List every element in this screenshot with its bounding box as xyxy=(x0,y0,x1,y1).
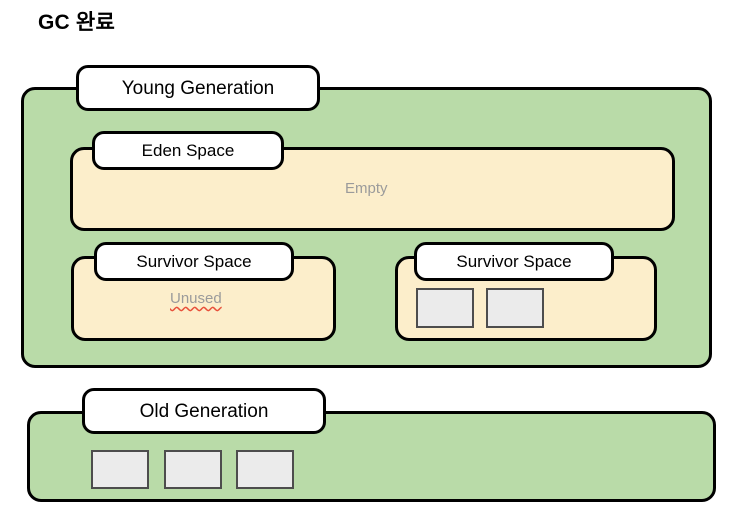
survivor-space-from-label: Survivor Space xyxy=(136,252,252,271)
survivor-space-from-label-chip: Survivor Space xyxy=(94,242,294,281)
eden-space-label-chip: Eden Space xyxy=(92,131,284,170)
page-title: GC 완료 xyxy=(38,11,115,34)
survivor-space-to-label-chip: Survivor Space xyxy=(414,242,614,281)
eden-space-label: Eden Space xyxy=(141,141,235,160)
object-block xyxy=(486,288,544,328)
object-block xyxy=(164,450,222,489)
object-block xyxy=(91,450,149,489)
survivor-space-from-status: Unused xyxy=(170,290,222,307)
eden-space-status: Empty xyxy=(345,180,388,197)
object-block xyxy=(416,288,474,328)
old-generation-label-chip: Old Generation xyxy=(82,388,326,434)
survivor-space-to-label: Survivor Space xyxy=(456,252,572,271)
old-generation-label: Old Generation xyxy=(139,400,269,422)
young-generation-label: Young Generation xyxy=(121,77,275,99)
young-generation-label-chip: Young Generation xyxy=(76,65,320,111)
object-block xyxy=(236,450,294,489)
